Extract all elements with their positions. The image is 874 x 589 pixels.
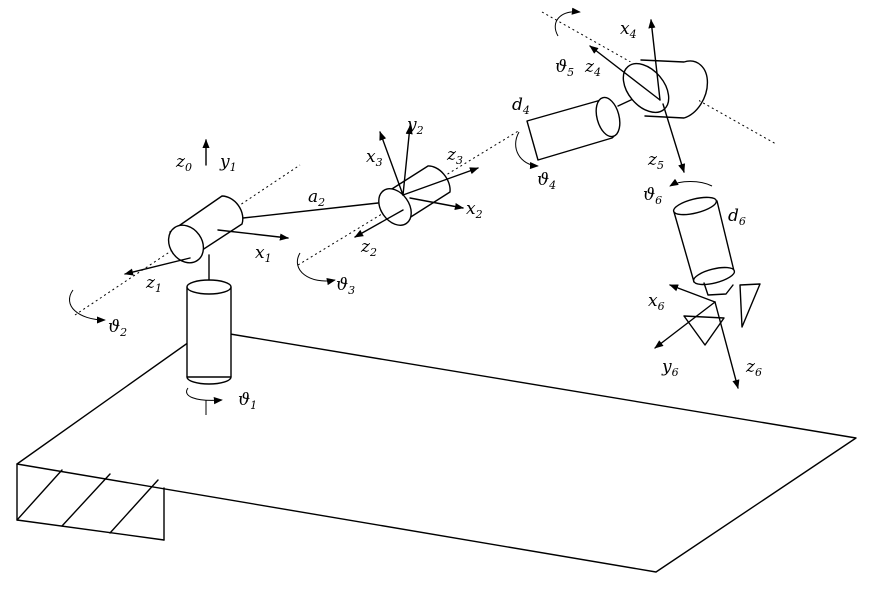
label-z1: z1 xyxy=(145,273,162,295)
joint-1 xyxy=(186,139,232,415)
label-x2: x2 xyxy=(466,199,483,221)
label-y6: y6 xyxy=(661,357,679,379)
joint-6 xyxy=(669,178,736,286)
label-z5: z5 xyxy=(647,150,664,172)
label-a2: a2 xyxy=(308,187,325,209)
label-theta3: ϑ3 xyxy=(336,275,355,297)
label-y2: y2 xyxy=(406,115,424,137)
label-x3: x3 xyxy=(366,147,383,169)
label-z2: z2 xyxy=(360,237,377,259)
label-x1: x1 xyxy=(255,243,272,265)
gripper xyxy=(654,282,761,389)
link-d4 xyxy=(515,91,649,170)
label-x6: x6 xyxy=(648,291,665,313)
label-d4: d4 xyxy=(512,95,530,117)
joint-2 xyxy=(68,164,301,324)
label-z6: z6 xyxy=(745,357,762,379)
labels: z0 y1 x1 z1 ϑ1 ϑ2 a2 x3 y2 z3 x2 z2 ϑ3 d… xyxy=(108,19,762,412)
label-z3: z3 xyxy=(446,145,463,167)
label-theta1: ϑ1 xyxy=(238,390,257,412)
link-a2 xyxy=(242,202,379,219)
table-section-hatch xyxy=(17,469,159,534)
label-theta6: ϑ6 xyxy=(643,185,662,207)
label-theta4: ϑ4 xyxy=(537,170,556,192)
label-d6: d6 xyxy=(728,206,746,228)
label-x4: x4 xyxy=(620,19,637,41)
joint-3 xyxy=(297,125,521,286)
label-y1: y1 xyxy=(219,152,237,174)
label-theta5: ϑ5 xyxy=(555,57,574,79)
label-theta2: ϑ2 xyxy=(108,317,127,339)
joint-5 xyxy=(541,7,777,173)
label-z4: z4 xyxy=(584,57,601,79)
label-z0: z0 xyxy=(175,152,192,174)
table xyxy=(16,329,857,573)
